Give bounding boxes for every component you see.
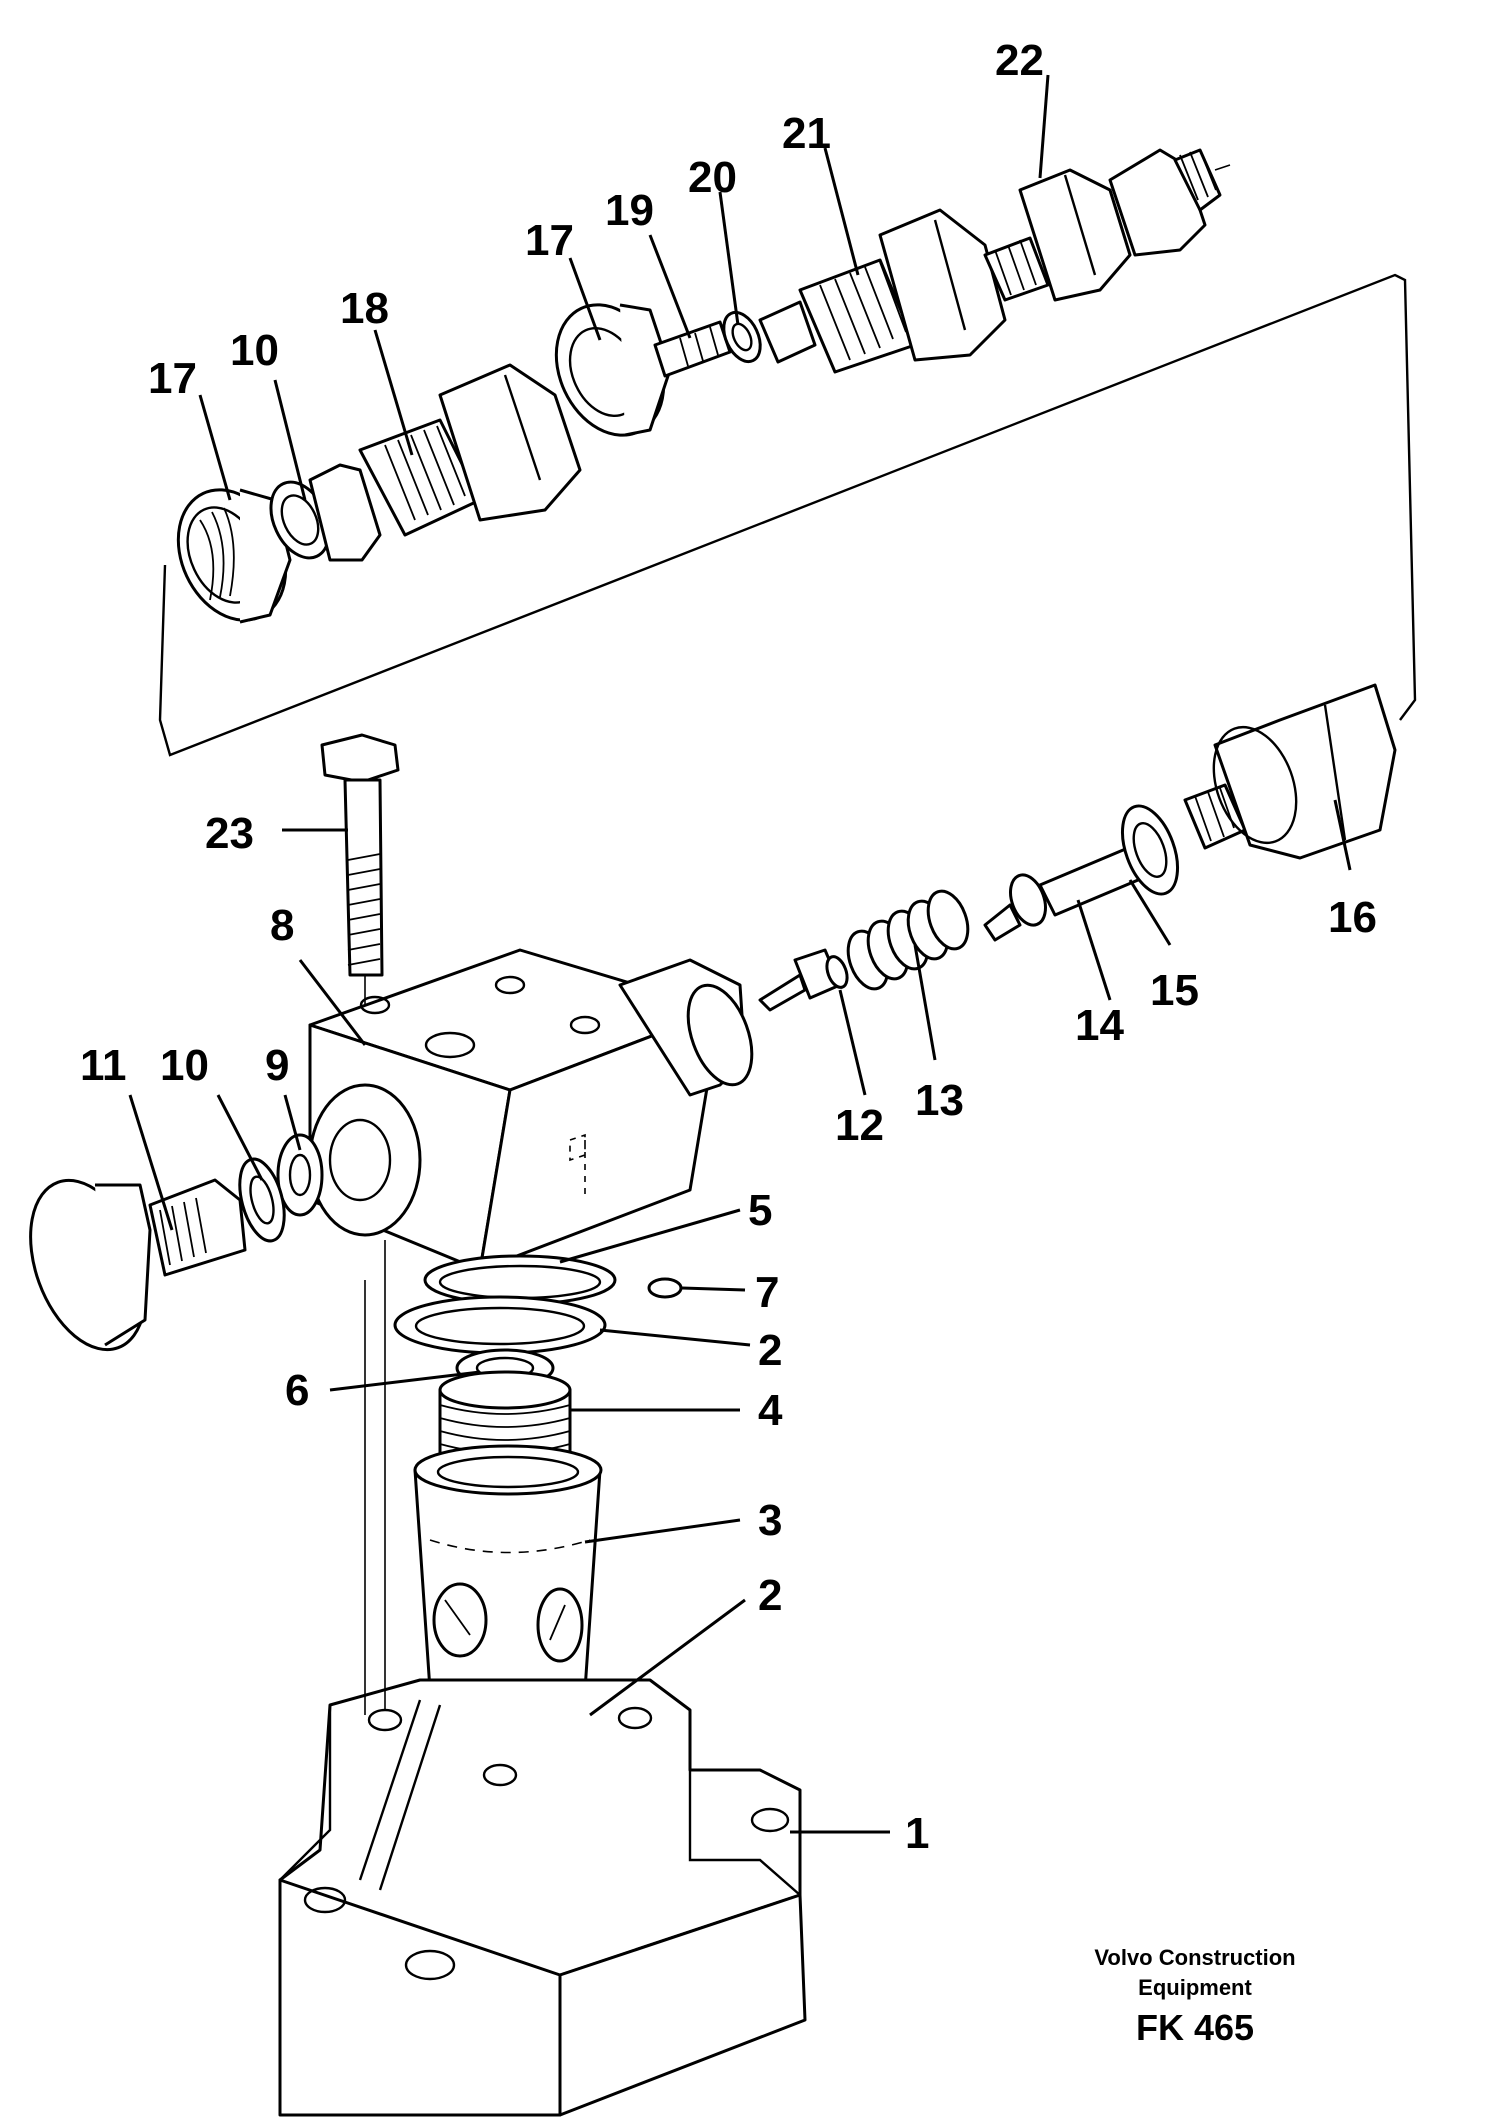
part-7-oring <box>647 1277 683 1299</box>
footer-brand: Volvo Construction Equipment FK 465 <box>1094 1945 1295 2048</box>
part-4-cartridge <box>438 1370 572 1462</box>
upper-assembly <box>176 148 1222 624</box>
callout-1: 1 <box>905 1809 929 1858</box>
part-3-sleeve <box>413 1444 603 1692</box>
callout-19: 19 <box>605 186 654 235</box>
callout-labels: 22 21 20 19 17 18 10 17 23 8 16 15 14 13… <box>80 36 1377 1858</box>
callout-11: 11 <box>80 1041 127 1090</box>
callout-3: 3 <box>758 1496 782 1545</box>
part-20-ring <box>722 310 762 364</box>
callout-8: 8 <box>270 901 294 950</box>
callout-15: 15 <box>1150 966 1199 1015</box>
part-15-washer <box>1121 804 1179 896</box>
part-14-pin <box>983 843 1152 942</box>
right-assembly <box>758 683 1397 1012</box>
callout-4: 4 <box>758 1386 783 1435</box>
callout-10-lower: 10 <box>160 1041 209 1090</box>
callout-5: 5 <box>748 1186 772 1235</box>
part-19-pin <box>653 320 732 378</box>
brand-line-2: Equipment <box>1138 1975 1252 2000</box>
callout-18: 18 <box>340 284 389 333</box>
callout-14: 14 <box>1075 1001 1124 1050</box>
part-12-poppet <box>758 948 849 1012</box>
callout-6: 6 <box>285 1366 309 1415</box>
part-9-seat <box>276 1133 324 1217</box>
part-2-seal-upper <box>393 1295 607 1355</box>
callout-9: 9 <box>265 1041 289 1090</box>
callout-2-lower: 2 <box>758 1571 782 1620</box>
callout-13: 13 <box>915 1076 964 1125</box>
callout-17-left: 17 <box>148 354 197 403</box>
callout-16: 16 <box>1328 893 1377 942</box>
part-11-knob <box>29 1178 247 1352</box>
central-assembly <box>29 733 754 1352</box>
part-17-nut-left <box>176 488 292 624</box>
part-8-valve-body <box>308 948 754 1272</box>
callout-23: 23 <box>205 809 254 858</box>
callout-7: 7 <box>755 1268 779 1317</box>
part-21-threaded-body <box>758 208 1007 374</box>
callout-10-upper: 10 <box>230 326 279 375</box>
lower-assembly <box>278 1240 807 2117</box>
part-1-base <box>278 1240 807 2117</box>
part-13-spring <box>846 889 970 991</box>
callout-12: 12 <box>835 1101 884 1150</box>
callout-22: 22 <box>995 36 1044 85</box>
callout-21: 21 <box>782 109 831 158</box>
leader-lines <box>128 74 1352 1834</box>
callout-20: 20 <box>688 153 737 202</box>
part-16-cap-nut <box>1183 683 1397 860</box>
part-23-bolt <box>320 733 400 1040</box>
part-22-adapter <box>983 148 1222 302</box>
detail-frame <box>158 164 1417 757</box>
brand-line-1: Volvo Construction <box>1094 1945 1295 1970</box>
part-18-cartridge <box>308 363 582 562</box>
callout-2-upper: 2 <box>758 1326 782 1375</box>
callout-17-middle: 17 <box>525 216 574 265</box>
figure-code: FK 465 <box>1136 2007 1254 2048</box>
